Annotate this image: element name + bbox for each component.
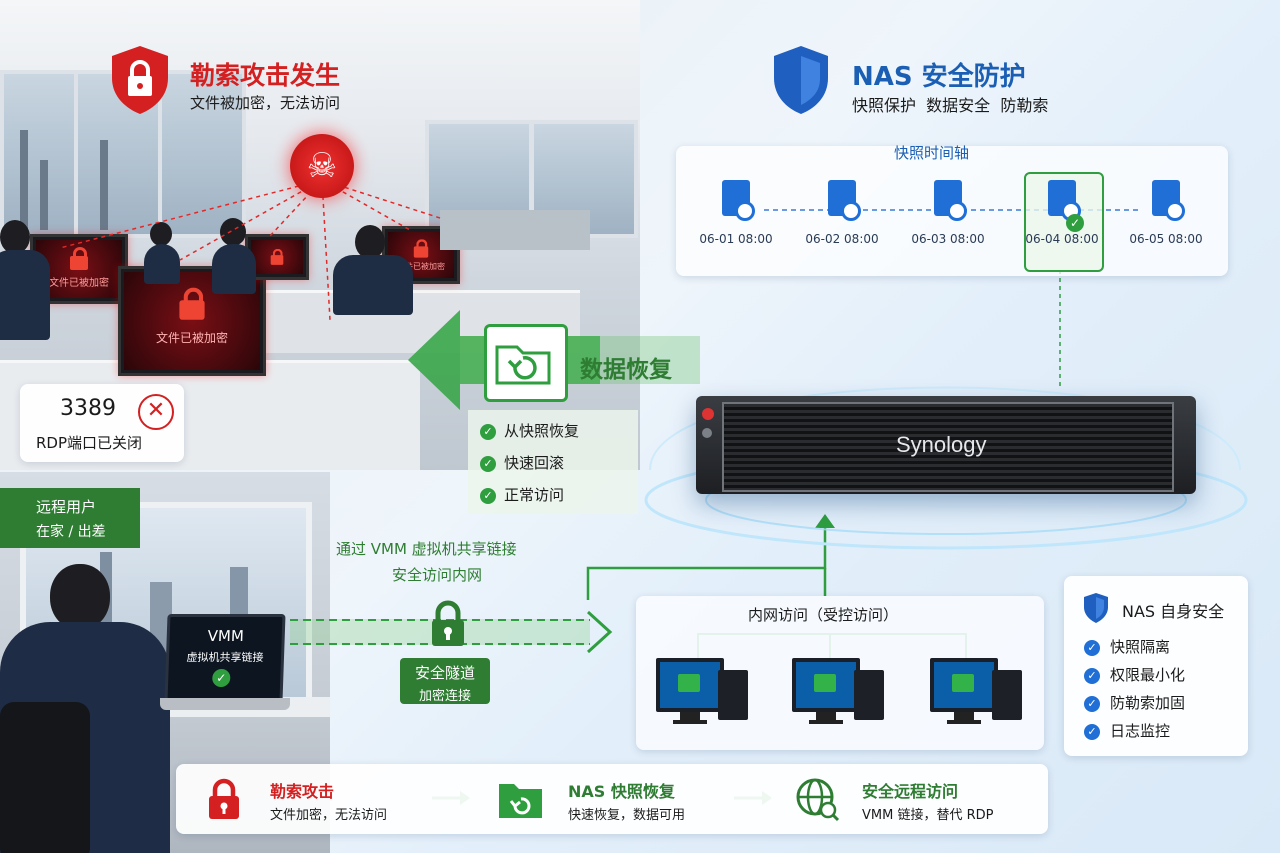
status-led — [702, 428, 712, 438]
flow-step-1-subtitle: 文件加密，无法访问 — [270, 808, 388, 823]
encrypted-text: 文件已被加密 — [49, 277, 109, 289]
tunnel-subtitle: 加密连接 — [418, 689, 471, 704]
rdp-label: RDP端口已关闭 — [36, 434, 143, 452]
check-icon: ✓ — [1084, 667, 1100, 684]
encrypted-monitor — [245, 234, 309, 280]
flow-bar: 勒索攻击 文件加密，无法访问 NAS 快照恢复 快速恢复，数据可用 安全远程访问… — [176, 764, 1048, 834]
timeline-item[interactable]: 06-02 08:00 — [792, 170, 892, 246]
document-check-icon — [1048, 180, 1081, 221]
intranet-title: 内网访问（受控访问） — [748, 606, 899, 624]
timeline-item-selected[interactable]: 06-04 08:00 — [1012, 170, 1112, 246]
shield-lock-icon — [108, 44, 172, 120]
attack-title: 勒索攻击发生 — [190, 61, 341, 90]
remote-user-subtitle: 在家 / 出差 — [36, 524, 106, 540]
recovery-step: ✓从快照恢复 — [480, 420, 579, 441]
folder-restore-icon — [484, 324, 568, 402]
flow-step-3-title: 安全远程访问 — [862, 782, 959, 801]
vmm-link-line2: 安全访问内网 — [392, 566, 483, 584]
rdp-port: 3389 — [60, 396, 116, 421]
intranet-pc — [792, 658, 884, 724]
document-clock-icon — [722, 180, 755, 221]
flow-step-3-subtitle: VMM 链接，替代 RDP — [862, 808, 994, 823]
nas-security-item: ✓日志监控 — [1084, 720, 1170, 741]
attack-subtitle: 文件被加密，无法访问 — [190, 94, 341, 112]
shield-icon — [1082, 592, 1110, 628]
office-partition — [440, 210, 590, 250]
check-icon: ✓ — [1084, 695, 1100, 712]
nas-brand: Synology — [896, 432, 987, 457]
intranet-pc — [930, 658, 1022, 724]
globe-icon — [794, 776, 840, 826]
document-clock-icon — [828, 180, 861, 221]
timeline-item[interactable]: 06-01 08:00 — [686, 170, 786, 246]
nas-security-item: ✓快照隔离 — [1084, 636, 1170, 657]
factory-chimney — [100, 140, 108, 230]
document-clock-icon — [1152, 180, 1185, 221]
recovery-title: 数据恢复 — [580, 357, 672, 383]
remote-user-badge: 远程用户 在家 / 出差 — [0, 488, 140, 548]
tunnel-title: 安全隧道 — [414, 664, 475, 682]
shield-icon — [770, 44, 832, 120]
folder-restore-icon — [496, 776, 546, 826]
recovery-step: ✓正常访问 — [480, 484, 564, 505]
timeline-item[interactable]: 06-05 08:00 — [1116, 170, 1216, 246]
encrypted-text: 文件已被加密 — [155, 330, 228, 345]
rdp-closed-card: 3389 ✕ RDP端口已关闭 — [20, 384, 184, 462]
recovery-steps: ✓从快照恢复 ✓快速回滚 ✓正常访问 — [468, 410, 638, 514]
flow-step-2-title: NAS 快照恢复 — [568, 782, 675, 801]
lock-icon — [206, 778, 242, 824]
remote-user-head — [50, 564, 110, 630]
factory-chimney — [20, 130, 28, 230]
flow-step-1-title: 勒索攻击 — [270, 782, 335, 801]
check-icon: ✓ — [1084, 639, 1100, 656]
close-icon: ✕ — [138, 394, 174, 430]
laptop-base — [160, 698, 290, 710]
office-window — [158, 70, 246, 238]
power-led — [702, 408, 714, 420]
skull-icon: ☠ — [290, 134, 354, 198]
nas-security-item: ✓防勒索加固 — [1084, 692, 1185, 713]
nas-security-panel: NAS 自身安全 ✓快照隔离 ✓权限最小化 ✓防勒索加固 ✓日志监控 — [1064, 576, 1248, 756]
tunnel-badge: 安全隧道 加密连接 — [400, 658, 490, 704]
check-icon: ✓ — [1066, 214, 1084, 232]
nas-protect-subtitle: 快照保护 数据安全 防勒索 — [852, 96, 1049, 115]
recovery-step: ✓快速回滚 — [480, 452, 564, 473]
vmm-link-line1: 通过 VMM 虚拟机共享链接 — [336, 540, 517, 558]
check-icon: ✓ — [1084, 723, 1100, 740]
check-icon: ✓ — [480, 423, 496, 440]
nas-security-item: ✓权限最小化 — [1084, 664, 1185, 685]
intranet-pc — [656, 658, 748, 724]
tunnel-lock-icon — [428, 600, 468, 648]
factory-chimney — [40, 160, 48, 230]
check-icon: ✓ — [480, 455, 496, 472]
encrypted-text: 文件已被加密 — [397, 261, 445, 271]
nas-security-title: NAS 自身安全 — [1122, 602, 1225, 621]
document-clock-icon — [934, 180, 967, 221]
check-icon: ✓ — [480, 487, 496, 504]
remote-user-title: 远程用户 — [36, 498, 97, 516]
flow-step-2-subtitle: 快速恢复，数据可用 — [568, 808, 686, 823]
timeline-item[interactable]: 06-03 08:00 — [898, 170, 998, 246]
nas-protect-title: NAS 安全防护 — [852, 62, 1026, 92]
office-desk — [250, 290, 580, 353]
nas-front-grille — [722, 402, 1174, 492]
office-chair — [0, 702, 90, 853]
snapshot-timeline-title: 快照时间轴 — [894, 144, 970, 162]
nas-device: Synology — [696, 396, 1196, 494]
